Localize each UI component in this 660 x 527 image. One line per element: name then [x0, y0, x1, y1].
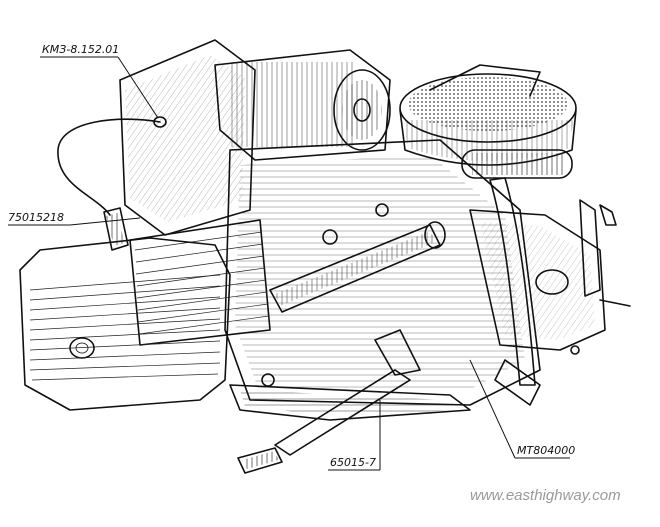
leader-spark-plug: [8, 217, 141, 226]
leader-generator: [40, 56, 159, 119]
gearbox-housing: [469, 209, 631, 351]
callout-spark-plug: 75015218: [8, 211, 64, 224]
callout-gearbox: МТ804000: [517, 444, 575, 457]
choke-handle: [461, 149, 573, 179]
leader-kickstarter: [328, 400, 381, 471]
air-filter: [399, 64, 577, 166]
watermark-text: www.easthighway.com: [470, 487, 621, 504]
leader-gearbox: [469, 359, 570, 459]
gearbox-lever-bottom: [261, 345, 580, 406]
drive-shaft-tube: [269, 221, 446, 313]
cylinder-head-cover: [19, 237, 231, 411]
dynamo-unit: [214, 49, 391, 161]
callout-generator: КМЗ-8.152.01: [42, 43, 119, 56]
callout-kickstarter: 65015-7: [330, 456, 376, 469]
cylinder-fins: [129, 219, 271, 346]
oil-sump: [229, 384, 471, 421]
kickstarter-pedal: [237, 329, 421, 474]
